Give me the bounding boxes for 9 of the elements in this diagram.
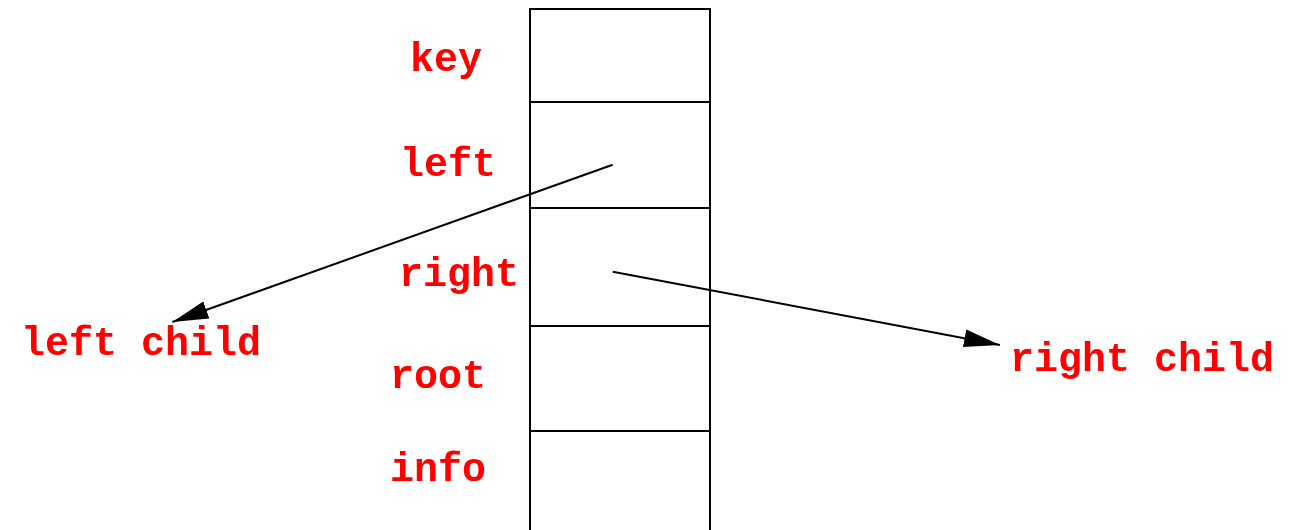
field-label: left bbox=[400, 144, 496, 188]
pointer-arrow bbox=[611, 270, 1001, 348]
field-label: right bbox=[399, 254, 520, 298]
pointer-arrow bbox=[171, 163, 614, 323]
node-label: right child bbox=[1009, 339, 1274, 383]
field-label: root bbox=[390, 356, 486, 400]
field-label: info bbox=[390, 449, 486, 493]
field-label: key bbox=[410, 39, 482, 83]
node-label: left child bbox=[20, 323, 261, 367]
